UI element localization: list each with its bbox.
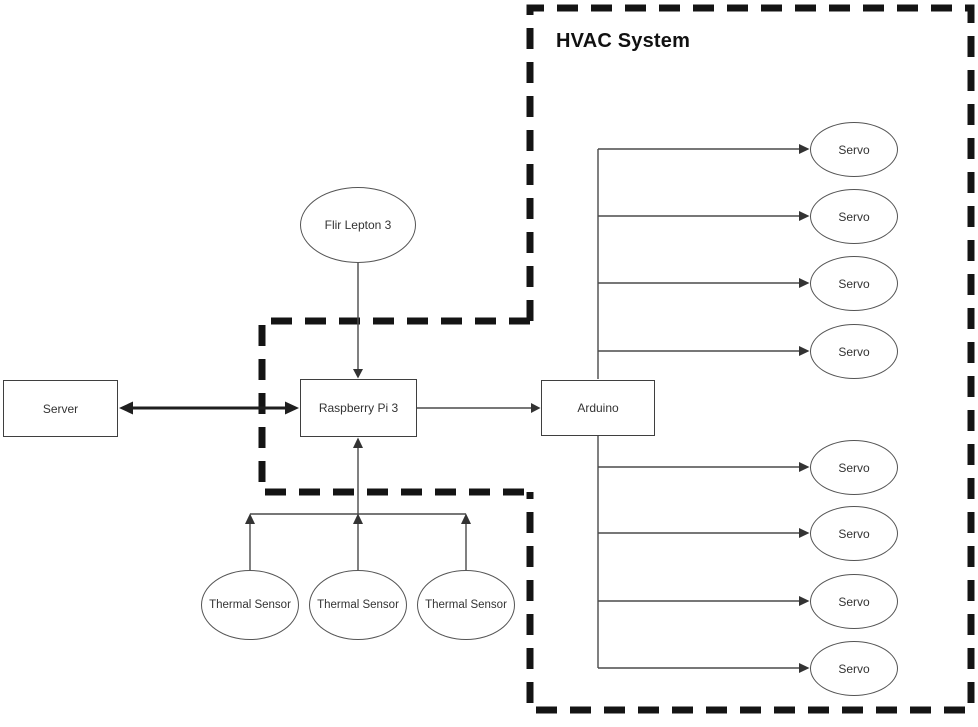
server-node: Server [3,380,118,437]
servo-label: Servo [838,526,870,541]
edge-arduino-servos-lower [597,436,810,673]
servo-node-4: Servo [810,324,898,379]
servo-label: Servo [838,594,870,609]
thermal-sensor-node-1: Thermal Sensor [201,570,299,640]
servo-node-1: Servo [810,122,898,177]
servo-node-5: Servo [810,440,898,495]
hvac-system-title: HVAC System [556,30,691,52]
servo-label: Servo [838,344,870,359]
edge-flir-raspberrypi [353,262,363,379]
server-label: Server [42,401,79,416]
edge-thermalsensors-raspberrypi [245,437,471,570]
servo-label: Servo [838,661,870,676]
thermal-sensor-label: Thermal Sensor [317,599,399,611]
arduino-label: Arduino [577,401,619,415]
servo-label: Servo [838,142,870,157]
edge-server-raspberrypi [119,401,299,415]
servo-node-8: Servo [810,641,898,696]
raspberry-pi-label: Raspberry Pi 3 [318,401,399,415]
flir-camera-label: Flir Lepton 3 [324,218,392,232]
edge-raspberrypi-arduino [417,403,541,413]
servo-label: Servo [838,209,870,224]
hvac-system-boundary [526,4,975,714]
servo-label: Servo [838,276,870,291]
servo-node-3: Servo [810,256,898,311]
thermal-sensor-node-2: Thermal Sensor [309,570,407,640]
arduino-node: Arduino [541,380,655,436]
thermal-sensor-label: Thermal Sensor [209,599,291,611]
edge-arduino-servos-upper [597,144,810,379]
thermal-sensor-node-3: Thermal Sensor [417,570,515,640]
servo-label: Servo [838,460,870,475]
servo-node-7: Servo [810,574,898,629]
flir-camera-node: Flir Lepton 3 [300,187,416,263]
servo-node-6: Servo [810,506,898,561]
raspberry-pi-node: Raspberry Pi 3 [300,379,417,437]
servo-node-2: Servo [810,189,898,244]
thermal-sensor-label: Thermal Sensor [425,599,507,611]
